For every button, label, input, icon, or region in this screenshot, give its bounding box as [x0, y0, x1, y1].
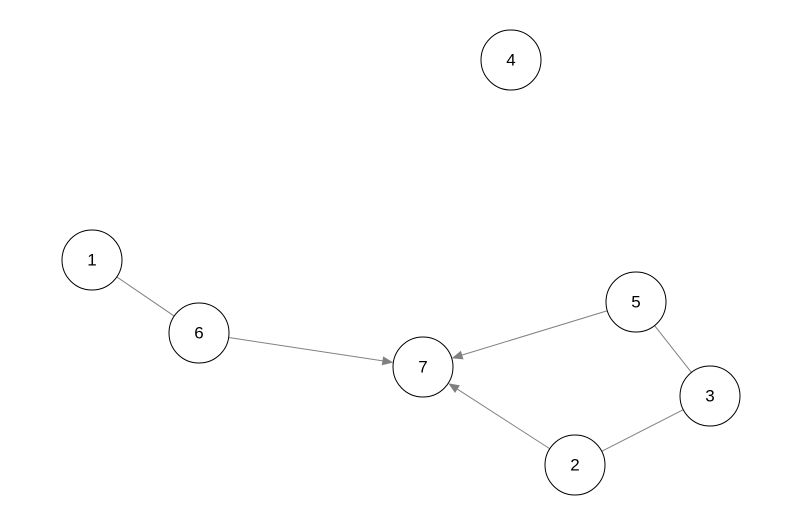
node-circle — [392, 336, 454, 398]
node-circle — [480, 29, 542, 91]
node-label: 4 — [506, 51, 515, 70]
edge-3-2 — [601, 409, 684, 452]
edge-line — [601, 409, 684, 452]
node-6[interactable]: 6 — [168, 302, 230, 364]
node-1[interactable]: 1 — [61, 229, 123, 291]
node-circle — [61, 229, 123, 291]
node-7[interactable]: 7 — [392, 336, 454, 398]
node-label: 6 — [194, 324, 203, 343]
edge-2-7 — [448, 383, 551, 450]
edge-arrowhead — [381, 356, 394, 366]
edge-1-6 — [116, 276, 175, 317]
edge-line — [457, 388, 551, 450]
node-circle — [544, 434, 606, 496]
edges-layer — [116, 276, 692, 452]
edge-5-7 — [451, 310, 608, 360]
node-3[interactable]: 3 — [679, 365, 741, 427]
node-label: 5 — [631, 293, 640, 312]
edge-line — [462, 310, 608, 356]
node-circle — [679, 365, 741, 427]
node-label: 2 — [570, 456, 579, 475]
edge-5-3 — [654, 325, 692, 373]
edge-line — [116, 276, 175, 317]
edge-arrowhead — [451, 350, 464, 360]
node-label: 1 — [87, 251, 96, 270]
edge-6-7 — [228, 337, 394, 366]
node-circle — [605, 271, 667, 333]
node-2[interactable]: 2 — [544, 434, 606, 496]
edge-arrowhead — [448, 383, 460, 393]
node-label: 7 — [418, 358, 427, 377]
node-4[interactable]: 4 — [480, 29, 542, 91]
node-5[interactable]: 5 — [605, 271, 667, 333]
node-circle — [168, 302, 230, 364]
edge-line — [228, 337, 383, 362]
node-label: 3 — [705, 387, 714, 406]
edge-line — [654, 325, 692, 373]
nodes-layer: 1 2 3 4 5 6 7 — [61, 29, 741, 496]
